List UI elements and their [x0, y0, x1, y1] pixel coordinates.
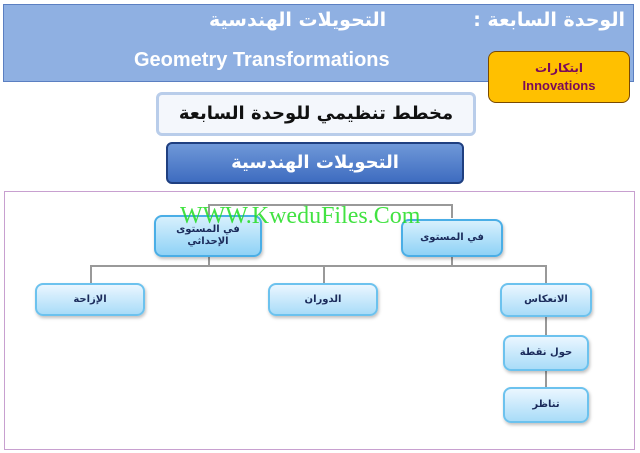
node-about-point: حول نقطة: [503, 335, 589, 371]
node-plane-label: في المستوى: [420, 232, 484, 243]
node-symmetry-label: تناظر: [532, 399, 560, 410]
connector-line: [451, 256, 453, 266]
badge-label-arabic: ابتكارات: [534, 61, 584, 75]
unit-header-banner: الوحدة السابعة : التحويلات الهندسية Geom…: [3, 4, 634, 82]
node-translation-label: الإزاحة: [73, 293, 107, 305]
node-coordinate-plane: في المستوى الإحداثي: [154, 215, 262, 257]
connector-line: [545, 370, 547, 388]
website-watermark: WWW.KweduFiles.Com: [180, 203, 421, 229]
connector-line: [208, 204, 453, 206]
node-rotation: الدوران: [268, 283, 378, 316]
connector-line: [451, 204, 453, 218]
unit-title-arabic: التحويلات الهندسية: [209, 9, 387, 31]
topic-title: التحويلات الهندسية: [166, 142, 464, 184]
node-translation: الإزاحة: [35, 283, 145, 316]
node-symmetry: تناظر: [503, 387, 589, 423]
connector-line: [323, 265, 325, 285]
connector-line: [208, 256, 210, 266]
connector-line: [90, 265, 547, 267]
connector-line: [545, 317, 547, 335]
node-about-point-label: حول نقطة: [519, 347, 573, 358]
connector-line: [90, 265, 92, 285]
node-reflection: الانعكاس: [500, 283, 592, 317]
connector-line: [208, 204, 210, 218]
innovations-badge: ابتكارات Innovations: [488, 51, 630, 103]
node-coordinate-plane-label: في المستوى الإحداثي: [176, 224, 240, 247]
node-rotation-label: الدوران: [304, 293, 342, 305]
unit-title-english: Geometry Transformations: [134, 49, 390, 71]
unit-number-label: الوحدة السابعة :: [473, 9, 625, 31]
badge-label-english: Innovations: [522, 78, 596, 93]
node-reflection-label: الانعكاس: [524, 294, 568, 305]
connector-line: [545, 265, 547, 285]
organizational-scheme-title: مخطط تنظيمي للوحدة السابعة: [156, 92, 476, 136]
node-plane: في المستوى: [401, 219, 503, 257]
